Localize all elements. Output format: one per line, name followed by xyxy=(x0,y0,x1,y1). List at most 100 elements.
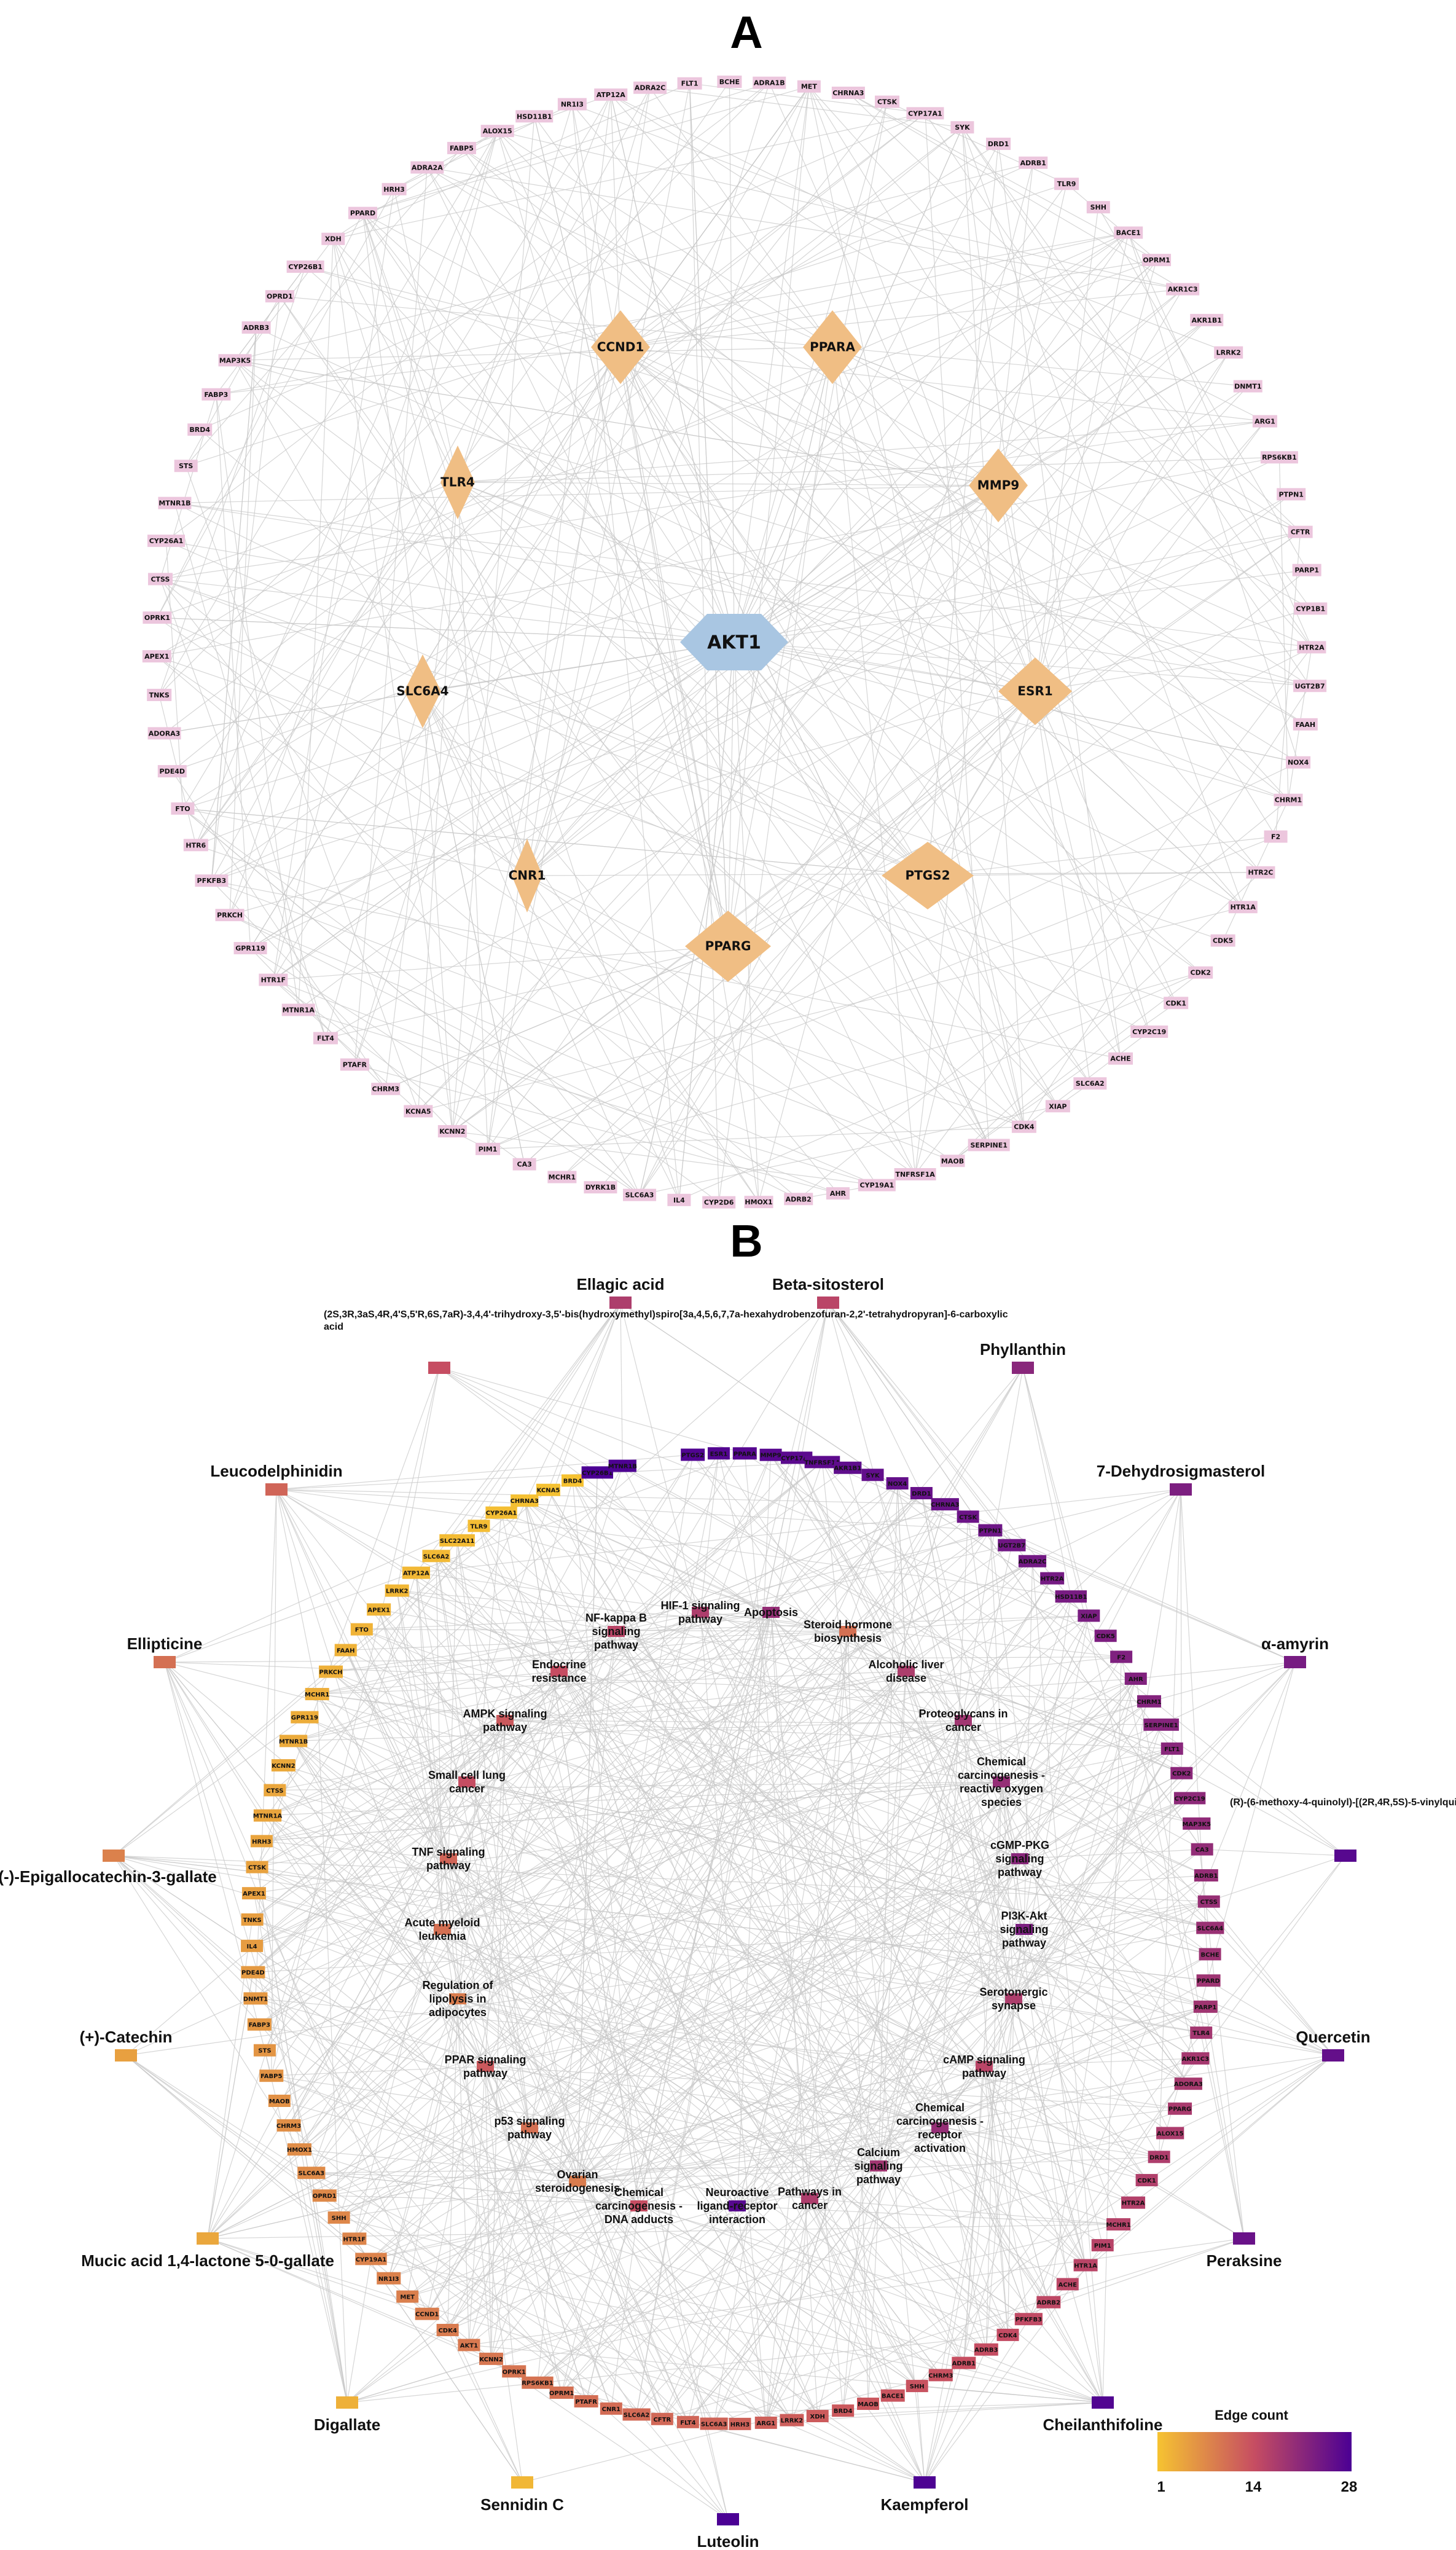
target-node-kcnn2: KCNN2 xyxy=(437,1125,467,1138)
network-edge xyxy=(211,880,953,1161)
target-node-akr1c3: AKR1C3 xyxy=(1166,283,1200,296)
ring-gene-label: AKR1C3 xyxy=(1182,2056,1209,2063)
network-edge xyxy=(457,1998,1133,2203)
network-edge xyxy=(362,213,990,1145)
network-edge xyxy=(737,2006,1206,2207)
network-edge xyxy=(821,1462,1334,2056)
target-node-dnmt1: DNMT1 xyxy=(1233,380,1262,393)
network-edge xyxy=(734,101,888,643)
network-edge xyxy=(461,147,1289,801)
network-edge xyxy=(558,1671,965,2363)
pathway-node-box xyxy=(1005,1993,1022,2004)
target-node-box xyxy=(894,1168,936,1181)
network-edge xyxy=(1128,232,1312,648)
network-edge xyxy=(526,875,953,1161)
ring-gene-xdh: XDH xyxy=(806,2410,829,2423)
ring-gene-label: DRD1 xyxy=(912,1491,931,1497)
target-node-box xyxy=(1190,313,1224,326)
network-edge xyxy=(273,86,810,980)
network-edge xyxy=(734,289,1183,643)
ring-gene-drd1: DRD1 xyxy=(1148,2151,1170,2164)
ring-gene-shh: SHH xyxy=(906,2380,928,2393)
network-edge xyxy=(235,359,999,486)
ring-gene-box xyxy=(511,1494,539,1507)
network-edge xyxy=(418,906,1243,1112)
network-edge xyxy=(316,1694,348,2403)
target-node-label: ADRB3 xyxy=(243,324,269,332)
hub-node-diamond xyxy=(591,310,650,384)
network-edge xyxy=(113,1717,305,1856)
network-edge xyxy=(524,1500,925,2483)
compound-node-box xyxy=(154,1656,176,1668)
network-edge xyxy=(998,143,1121,1059)
ring-gene-oprd1: OPRD1 xyxy=(312,2189,337,2202)
ring-gene-label: STS xyxy=(258,2048,271,2055)
ring-gene-slc22a11: SLC22A11 xyxy=(439,1534,475,1547)
network-edge xyxy=(961,127,1311,609)
ring-gene-label: BCHE xyxy=(1201,1952,1219,1958)
ring-gene-box xyxy=(327,2211,350,2224)
ring-gene-label: OPRK1 xyxy=(503,2369,526,2375)
ring-gene-label: PIM1 xyxy=(1094,2243,1111,2250)
legend-gradient-bar xyxy=(1157,2432,1352,2471)
ring-gene-adrb1: ADRB1 xyxy=(1194,1869,1218,1882)
network-edge xyxy=(396,1367,440,1591)
network-edge xyxy=(288,1671,560,2126)
target-node-cyp1b1: CYP1B1 xyxy=(1294,602,1328,615)
network-edge xyxy=(620,1302,623,1466)
target-node-box xyxy=(174,460,198,473)
ring-gene-label: MAP3K5 xyxy=(1182,1821,1211,1828)
network-edge xyxy=(235,359,928,876)
network-edge xyxy=(491,2055,1334,2360)
ring-gene-tnks: TNKS xyxy=(241,1913,264,1926)
target-node-slc6a2: SLC6A2 xyxy=(1073,1077,1107,1090)
ring-gene-slc6a3: SLC6A3 xyxy=(700,2417,728,2430)
network-edge xyxy=(478,1526,729,2520)
network-edge xyxy=(448,1454,694,1859)
target-node-box xyxy=(667,1193,691,1206)
network-edge xyxy=(616,1631,1133,2203)
hub-node-label: PTGS2 xyxy=(905,868,950,883)
target-node-label: PRKCH xyxy=(217,911,243,919)
compound-node-sennidin-c: Sennidin C xyxy=(480,2476,564,2514)
network-edge xyxy=(276,1489,1210,1955)
network-edge xyxy=(679,972,1201,1201)
network-edge xyxy=(1031,1561,1103,2403)
hub-node-label: MMP9 xyxy=(977,478,1019,493)
network-edge xyxy=(984,2066,1049,2302)
compound-node-7-dehydrosigmasterol: 7-Dehydrosigmasterol xyxy=(1097,1462,1265,1496)
network-edge xyxy=(251,1612,772,1947)
ring-gene-box xyxy=(1040,1572,1065,1585)
network-edge xyxy=(171,127,963,772)
network-edge xyxy=(639,347,833,1195)
network-edge xyxy=(558,1465,623,1672)
ring-gene-label: SERPINE1 xyxy=(1145,1722,1178,1729)
ring-gene-box xyxy=(312,2189,337,2202)
network-edge xyxy=(370,1858,1020,2259)
network-edge xyxy=(927,875,1025,1127)
target-node-box xyxy=(147,688,172,701)
ring-gene-label: MCHR1 xyxy=(305,1692,329,1698)
target-node-label: CYP19A1 xyxy=(860,1182,894,1190)
network-edge xyxy=(195,347,621,845)
network-edge xyxy=(687,2422,925,2483)
network-edge xyxy=(622,1465,1346,1856)
network-edge xyxy=(182,808,640,1196)
network-edge xyxy=(963,1720,1202,1850)
network-edge xyxy=(622,1465,1103,2403)
hub-node-diamond xyxy=(512,839,542,912)
network-edge xyxy=(878,1596,1071,2167)
network-edge xyxy=(426,1367,1024,2315)
target-node-kcna5: KCNA5 xyxy=(404,1105,433,1118)
network-edge xyxy=(915,162,1034,1175)
pathway-node-box xyxy=(870,2160,887,2171)
ring-gene-box xyxy=(350,1623,373,1636)
ring-gene-label: ARG1 xyxy=(756,2420,775,2427)
ring-gene-box xyxy=(1196,1974,1221,1987)
compound-label: Cheilanthifoline xyxy=(1043,2415,1163,2434)
network-edge xyxy=(271,1367,440,2076)
ring-gene-pde4d: PDE4D xyxy=(241,1966,265,1979)
panel-a-letter: A xyxy=(730,7,762,58)
target-node-htr2a: HTR2A xyxy=(1297,641,1326,654)
